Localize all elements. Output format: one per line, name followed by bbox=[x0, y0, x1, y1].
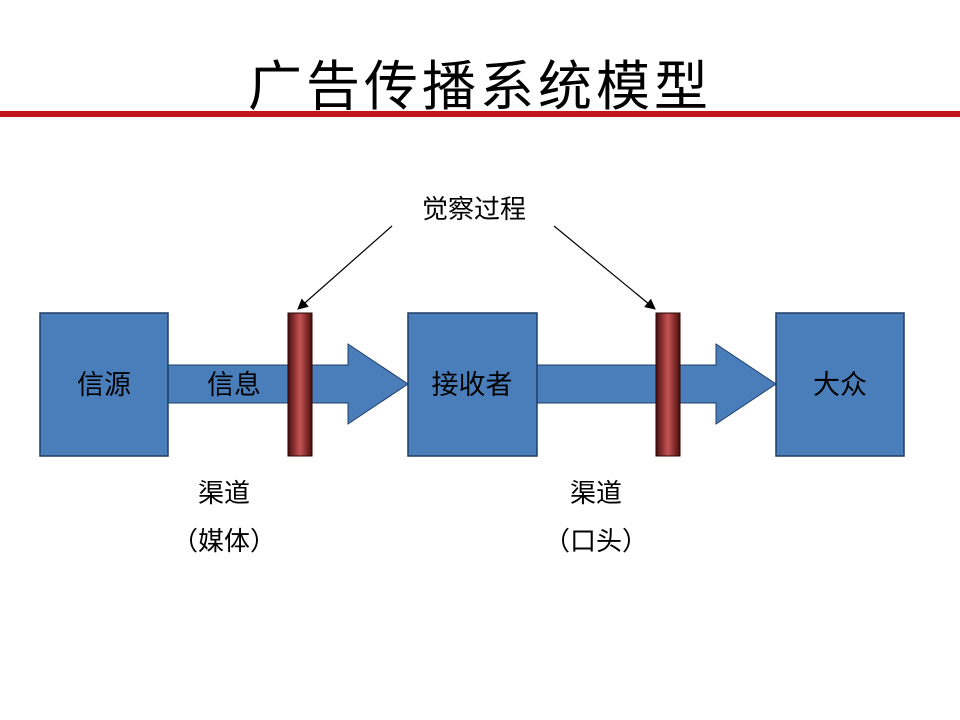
channel-oral-line1: 渠道 bbox=[570, 479, 622, 509]
perception-filter-2 bbox=[655, 312, 681, 457]
perception-filter-1 bbox=[287, 312, 313, 457]
public-label: 大众 bbox=[813, 370, 867, 401]
perception-pointer-left bbox=[297, 225, 393, 310]
perception-process-label: 觉察过程 bbox=[422, 195, 526, 225]
receiver-label: 接收者 bbox=[432, 370, 513, 401]
channel-media-line2: （媒体） bbox=[172, 527, 276, 557]
perception-pointer-right bbox=[553, 225, 656, 310]
receiver-box bbox=[407, 312, 538, 457]
source-box bbox=[39, 312, 169, 457]
message-label: 信息 bbox=[207, 370, 261, 401]
source-label: 信源 bbox=[77, 370, 131, 401]
channel-media-line1: 渠道 bbox=[198, 479, 250, 509]
channel-oral-line2: （口头） bbox=[544, 527, 648, 557]
page-title: 广告传播系统模型 bbox=[248, 55, 712, 118]
title-underline-bar bbox=[0, 111, 960, 117]
public-box bbox=[775, 312, 905, 457]
